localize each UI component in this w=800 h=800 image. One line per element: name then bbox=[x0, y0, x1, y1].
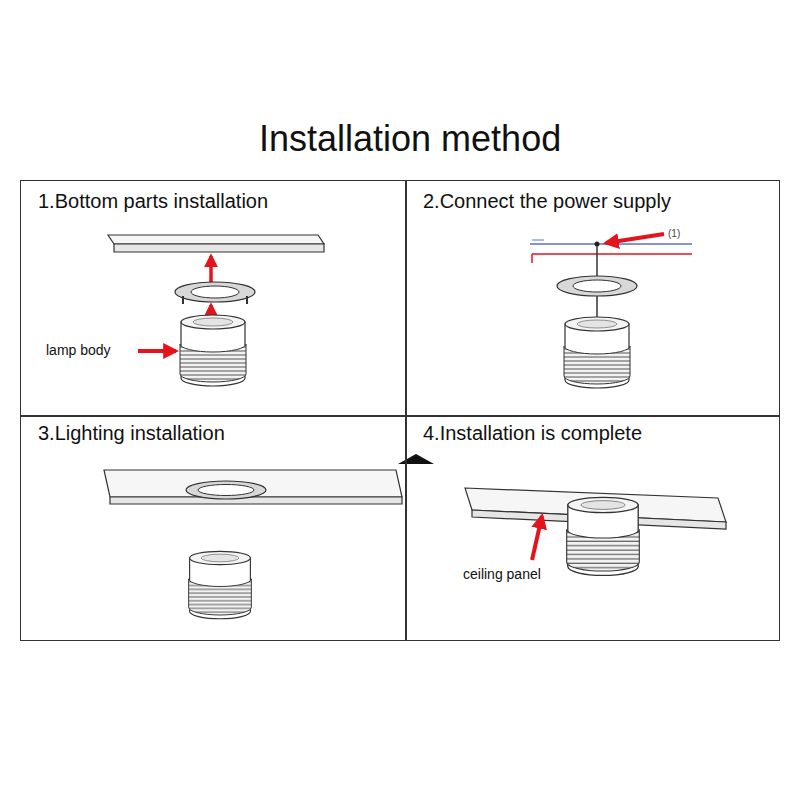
lamp-body bbox=[567, 497, 640, 575]
step-heading: 2.Connect the power supply bbox=[423, 189, 779, 213]
red-arrow bbox=[532, 516, 542, 560]
callout-number: (1) bbox=[668, 228, 680, 239]
lamp-body bbox=[180, 315, 246, 386]
part-label: lamp body bbox=[46, 342, 111, 358]
screws bbox=[183, 296, 247, 304]
diagram-title: Installation method bbox=[259, 118, 561, 160]
step-panel: 1.Bottom parts installation bbox=[20, 180, 407, 417]
ceiling-slab bbox=[104, 470, 402, 504]
step-panel: 4.Installation is complete bbox=[405, 415, 780, 641]
lamp-body bbox=[189, 551, 252, 618]
red-arrow bbox=[606, 234, 664, 243]
part-label: ceiling panel bbox=[463, 566, 541, 582]
mounting-ring bbox=[557, 276, 637, 296]
red-arrow bbox=[209, 256, 213, 282]
mounting-ring bbox=[175, 282, 255, 302]
step-panel: 3.Lighting installation bbox=[20, 415, 407, 641]
red-arrow bbox=[138, 349, 176, 353]
lamp-body bbox=[564, 317, 630, 388]
step-heading: 3.Lighting installation bbox=[38, 421, 406, 445]
power-wires bbox=[530, 240, 692, 322]
step-heading: 1.Bottom parts installation bbox=[38, 189, 406, 213]
step-panel: 2.Connect the power supply bbox=[405, 180, 780, 417]
step-heading: 4.Installation is complete bbox=[423, 421, 779, 445]
ceiling-slab bbox=[108, 235, 324, 252]
triangle-mark bbox=[398, 454, 434, 464]
